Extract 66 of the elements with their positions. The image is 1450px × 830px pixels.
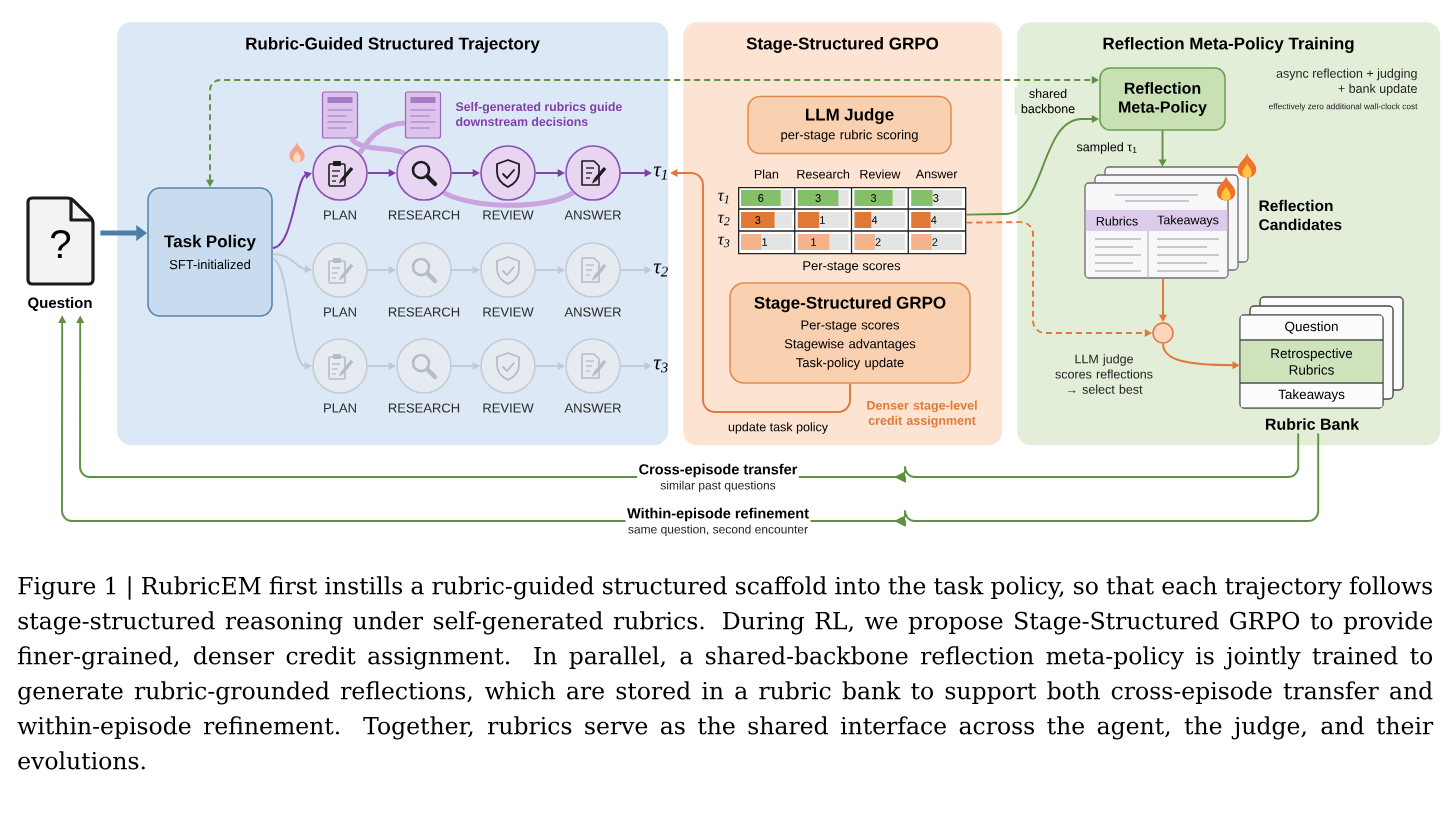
panel-title: Stage-Structured GRPO xyxy=(746,37,939,53)
node-caption: Question xyxy=(28,297,92,311)
row-label: τ$_{3}$ xyxy=(718,236,730,248)
connector-line xyxy=(357,120,406,155)
rubric-document xyxy=(321,91,359,139)
table-caption: Per-stage scores xyxy=(803,261,901,273)
note: async reflection + judging + bank update xyxy=(1276,68,1417,96)
stage-label: RESEARCH xyxy=(388,210,460,220)
stage-label: REVIEW xyxy=(483,307,534,317)
annotation: Self-generated rubrics guide downstream decisions xyxy=(455,102,622,126)
annotation: Denser stage-level credit assignment xyxy=(867,400,977,428)
process-box: Stage-Structured GRPO Per-stage scores Stagewise advantages Task-policy update xyxy=(729,282,971,384)
row-label: τ$_{1}$ xyxy=(718,192,729,204)
connector-line xyxy=(442,190,575,208)
figure-caption: Figure 1 | RubricEM first instills a rubric-guided structured scaffold into the task policy, so that each trajectory follows stage-structured reasoning under self-generated rubrics. During RL, we propose Stage-Structured GRPO to provide finer-grained, denser credit assignment. In parallel, a shared-backbone reflection meta-policy is jointly trained to generate rubric-grounded reflections, which are stored in a rubric bank to support both cross-episode transfer and within-episode refinement. Together, rubrics serve as the shared interface across the agent, the judge, and their evolutions. xyxy=(17,576,1434,770)
node-caption: Rubric Bank xyxy=(1265,418,1360,430)
trajectory-label: τ$_{1}$ xyxy=(653,166,667,180)
bank-row: Takeaways xyxy=(1240,383,1383,408)
table-cell: 3 xyxy=(797,190,849,206)
edge-label: shared backbone xyxy=(1014,87,1082,115)
trajectory-label: τ$_{2}$ xyxy=(653,263,668,277)
process-box: Reflection Meta-Policy xyxy=(1099,67,1226,131)
table-cell: 4 xyxy=(911,212,962,228)
question-document: ? xyxy=(26,196,95,286)
bank-row: Question xyxy=(1240,315,1383,340)
edge-label: Cross-episode transfer xyxy=(637,462,799,479)
stage-label: PLAN xyxy=(324,210,356,220)
table-cell: 6 xyxy=(741,190,792,206)
merge-circle xyxy=(1152,322,1174,344)
table-cell: 2 xyxy=(854,234,906,250)
bank-row: Retrospective Rubrics xyxy=(1240,340,1383,383)
stage-label: ANSWER xyxy=(564,403,621,413)
stage-label: PLAN xyxy=(324,403,356,413)
table-cell: 1 xyxy=(797,212,849,228)
stage-label: ANSWER xyxy=(564,307,621,317)
note: effectively zero additional wall-clock cost xyxy=(1269,103,1418,111)
process-box: Task Policy SFT-initialized xyxy=(147,187,273,317)
trajectory-label: τ$_{3}$ xyxy=(653,359,668,373)
note: LLM judge scores reflections → select best xyxy=(1055,354,1153,394)
stage-label: PLAN xyxy=(324,307,356,317)
table-cell: 3 xyxy=(911,190,962,206)
stage-label: RESEARCH xyxy=(388,307,460,317)
stage-label: ANSWER xyxy=(564,210,621,220)
panel-title: Rubric-Guided Structured Trajectory xyxy=(246,37,540,53)
table-cell: 1 xyxy=(741,234,792,250)
edge-subtitle: same question, second encounter xyxy=(626,523,810,538)
table-cell: 3 xyxy=(741,212,792,228)
stage-label: REVIEW xyxy=(483,210,534,220)
connector-line xyxy=(349,136,406,156)
column-header: Answer xyxy=(915,169,958,179)
node-caption: Reflection Candidates xyxy=(1259,199,1342,231)
edge-subtitle: similar past questions xyxy=(658,479,778,494)
column-header: Review xyxy=(860,169,901,179)
row-label: τ$_{2}$ xyxy=(718,214,730,226)
column-header: Plan xyxy=(754,169,779,179)
stage-label: RESEARCH xyxy=(388,403,460,413)
table-cell: 2 xyxy=(911,234,962,250)
table-cell: 4 xyxy=(854,212,906,228)
panel-title: Reflection Meta-Policy Training xyxy=(1103,37,1354,53)
table-cell: 1 xyxy=(797,234,849,250)
column-header: Research xyxy=(797,169,850,179)
table-cell: 3 xyxy=(854,190,906,206)
edge-label: Within-episode refinement xyxy=(625,506,811,523)
rubric-document xyxy=(404,91,442,139)
process-box: LLM Judge per-stage rubric scoring xyxy=(747,95,952,155)
stage-label: REVIEW xyxy=(483,403,534,413)
